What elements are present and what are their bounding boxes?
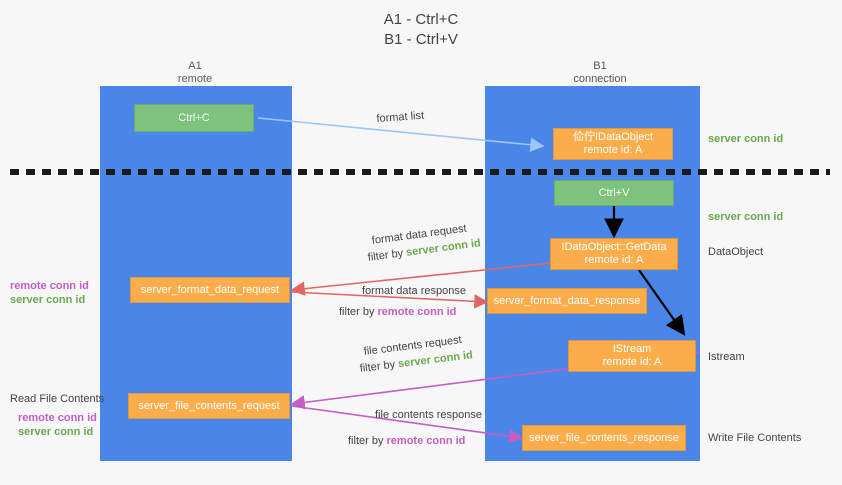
lane-header-b1: B1 connection (545, 60, 655, 86)
arrow-file-contents-response (291, 405, 524, 444)
title-line-1: A1 - Ctrl+C (383, 11, 459, 28)
left-label-server-conn-id-1: server conn id (10, 294, 86, 306)
arrow-getdata-to-istream (638, 269, 686, 336)
right-label-server-conn-id-top: server conn id (708, 133, 784, 145)
box-server-file-contents-response[interactable]: server_file_contents_response (522, 425, 686, 451)
diagram-title: A1 - Ctrl+C B1 - Ctrl+V (0, 10, 842, 50)
filter-by-text-2: filter by (339, 306, 375, 318)
box-idataobject-top[interactable]: 佡佇IDataObject remote id: A (553, 128, 673, 160)
left-label-server-conn-id-2: server conn id (18, 426, 94, 438)
box-idataobject-getdata[interactable]: IDataObject::GetData remote id: A (550, 238, 678, 270)
lane-a1-name: A1 (188, 60, 202, 72)
box-istream-line1: IStream (612, 343, 652, 355)
lane-a1-subtitle: remote (177, 73, 213, 85)
box-server-format-data-request[interactable]: server_format_data_request (130, 277, 290, 303)
arrow-format-list (257, 117, 545, 152)
lane-b1-subtitle: connection (573, 73, 627, 85)
box-ctrl-v[interactable]: Ctrl+V (554, 180, 674, 206)
arrow-label-filter-by-remote-conn-id-format: filter by remote conn id (339, 305, 456, 319)
arrow-label-format-data-response: format data response (362, 285, 466, 297)
arrow-format-data-response (291, 291, 489, 309)
remote-conn-id-text-2: remote conn id (386, 435, 466, 447)
filter-by-text-4: filter by (348, 435, 384, 447)
left-label-remote-conn-id-1: remote conn id (10, 280, 89, 292)
box-idataobject-top-line1: 佡佇IDataObject (572, 131, 654, 143)
remote-conn-id-text-1: remote conn id (377, 306, 457, 318)
lane-b1-name: B1 (593, 60, 607, 72)
right-label-dataobject: DataObject (708, 246, 764, 258)
box-ctrl-c[interactable]: Ctrl+C (134, 104, 254, 132)
box-server-file-contents-request[interactable]: server_file_contents_request (128, 393, 290, 419)
lane-header-a1: A1 remote (140, 60, 250, 86)
title-line-2: B1 - Ctrl+V (384, 31, 458, 48)
right-label-istream: Istream (708, 351, 745, 363)
arrow-label-file-contents-response: file contents response (375, 409, 483, 421)
right-label-server-conn-id-mid: server conn id (708, 211, 784, 223)
right-label-write-file-contents: Write File Contents (708, 432, 802, 444)
box-getdata-line2: remote id: A (584, 254, 644, 266)
left-label-read-file-contents: Read File Contents (10, 393, 105, 405)
left-label-remote-conn-id-2: remote conn id (18, 412, 97, 424)
arrow-label-filter-by-remote-conn-id-file: filter by remote conn id (348, 434, 465, 448)
box-istream[interactable]: IStream remote id: A (568, 340, 696, 372)
box-istream-line2: remote id: A (602, 356, 662, 368)
box-idataobject-top-line2: remote id: A (583, 144, 643, 156)
box-getdata-line1: IDataObject::GetData (561, 241, 667, 253)
box-server-format-data-response[interactable]: server_format_data_response (487, 288, 647, 314)
